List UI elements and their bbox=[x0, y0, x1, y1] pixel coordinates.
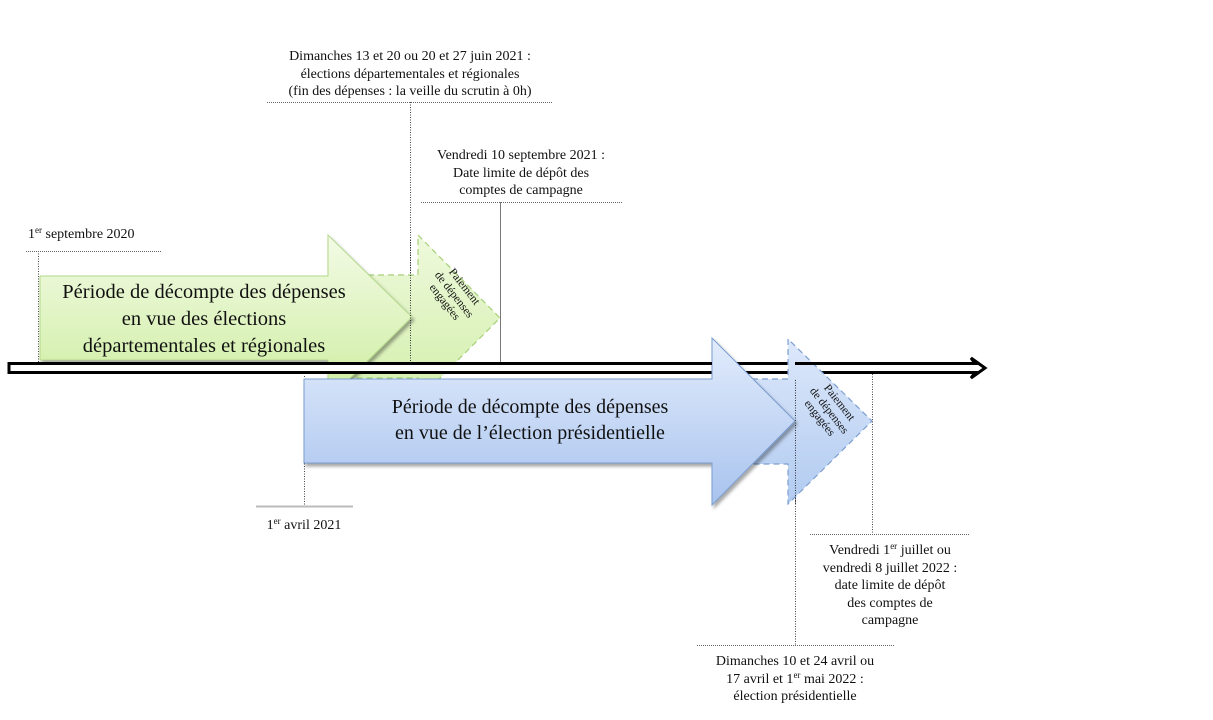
milestone-text: mai 2022 : bbox=[800, 671, 864, 687]
milestone-line: élections départementales et régionales bbox=[300, 66, 520, 82]
superscript: er bbox=[793, 669, 801, 680]
milestone-line: Date limite de dépôt des bbox=[452, 165, 590, 181]
milestone-line: Dimanches 10 et 24 avril ou bbox=[715, 654, 875, 669]
milestone-start-departementales: 1er septembre 2020 bbox=[28, 226, 162, 244]
payment-arrow-departementales bbox=[327, 233, 501, 402]
period-label-presidentielle: Période de décompte des dépenses en vue … bbox=[340, 394, 720, 446]
milestone-start-presidentielle: 1er avril 2021 bbox=[250, 517, 358, 535]
milestone-election-departementales: Dimanches 13 et 20 ou 20 et 27 juin 2021… bbox=[255, 48, 565, 101]
milestone-text: 1 bbox=[28, 227, 35, 242]
milestone-text: 17 avril et 1 bbox=[726, 671, 794, 687]
milestone-line: date limite de dépôt bbox=[834, 578, 946, 593]
milestone-line: Dimanches 13 et 20 ou 20 et 27 juin 2021… bbox=[289, 49, 531, 64]
timeline-axis bbox=[7, 356, 988, 380]
milestone-line: campagne bbox=[861, 613, 919, 628]
milestone-line: (fin des dépenses : la veille du scrutin… bbox=[288, 84, 532, 99]
milestone-line: comptes de campagne bbox=[459, 183, 583, 198]
period-label-line: en vue des élections bbox=[121, 308, 287, 330]
period-label-line: en vue de l’élection présidentielle bbox=[395, 422, 665, 444]
milestone-line: 17 avril et 1er mai 2022 : bbox=[690, 669, 900, 689]
period-label-line: Période de décompte des dépenses bbox=[391, 396, 669, 418]
superscript: er bbox=[890, 541, 898, 551]
superscript: er bbox=[35, 225, 42, 235]
milestone-deadline-departementales: Vendredi 10 septembre 2021 : Date limite… bbox=[415, 147, 627, 200]
milestone-text: juillet ou bbox=[897, 543, 951, 558]
period-label-departementales: Période de décompte des dépenses en vue … bbox=[34, 279, 374, 360]
milestone-line: Vendredi 1er juillet ou bbox=[805, 542, 975, 560]
period-arrow-presidentielle bbox=[303, 336, 796, 507]
milestone-line: vendredi 8 juillet 2022 : bbox=[822, 560, 958, 576]
milestone-text: Vendredi 1 bbox=[829, 543, 891, 558]
milestone-text: 1 bbox=[266, 518, 274, 533]
milestone-line: des comptes de bbox=[847, 595, 933, 611]
period-label-line: Période de décompte des dépenses bbox=[62, 281, 346, 303]
period-label-line: départementales et régionales bbox=[82, 335, 326, 357]
milestone-line: élection présidentielle bbox=[733, 689, 857, 704]
superscript: er bbox=[273, 516, 281, 526]
milestone-text: septembre 2020 bbox=[42, 227, 135, 242]
period-arrow-departementales bbox=[39, 233, 413, 402]
milestone-deadline-presidentielle: Vendredi 1er juillet ou vendredi 8 juill… bbox=[805, 542, 975, 630]
milestone-text: avril 2021 bbox=[280, 518, 342, 533]
milestone-election-presidentielle: Dimanches 10 et 24 avril ou 17 avril et … bbox=[690, 653, 900, 706]
milestone-line: Vendredi 10 septembre 2021 : bbox=[437, 148, 605, 163]
